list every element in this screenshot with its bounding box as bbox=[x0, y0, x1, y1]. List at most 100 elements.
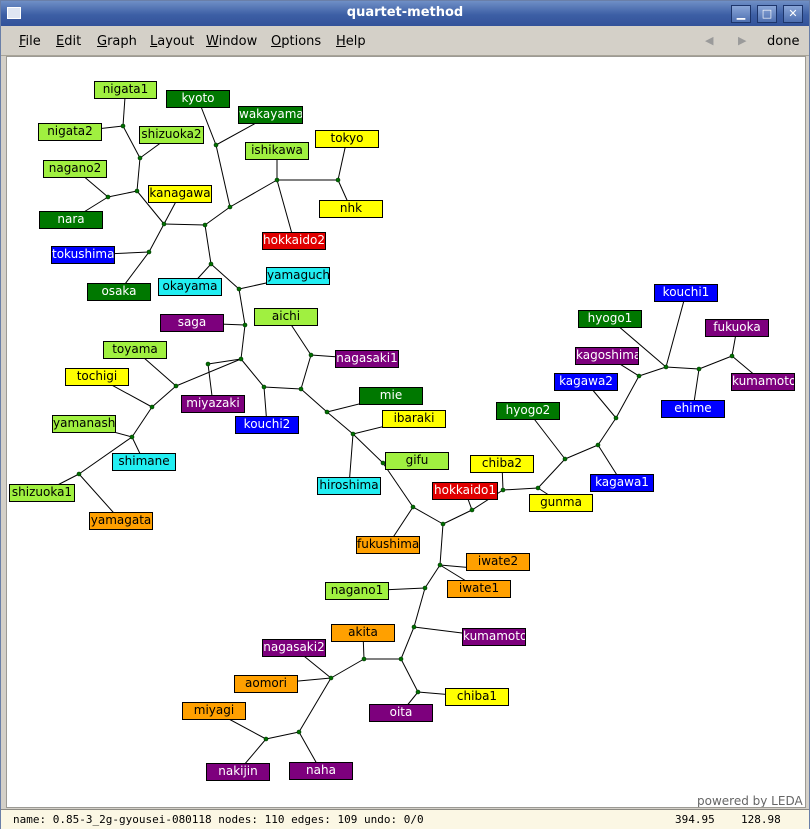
node-aomori[interactable]: aomori bbox=[234, 675, 298, 693]
node-tokushima[interactable]: tokushima bbox=[51, 246, 115, 264]
node-tokyo[interactable]: tokyo bbox=[315, 130, 379, 148]
tree-edge[interactable] bbox=[107, 190, 138, 198]
junction-node[interactable] bbox=[328, 675, 334, 681]
node-gunma[interactable]: gunma bbox=[529, 494, 593, 512]
node-chiba1[interactable]: chiba1 bbox=[445, 688, 509, 706]
junction-node[interactable] bbox=[729, 353, 735, 359]
tree-edge[interactable] bbox=[204, 224, 212, 265]
close-button[interactable]: ✕ bbox=[783, 5, 803, 23]
junction-node[interactable] bbox=[296, 729, 302, 735]
tree-edge[interactable] bbox=[240, 358, 265, 388]
tree-edge[interactable] bbox=[204, 206, 231, 226]
node-kagoshima[interactable]: kagoshima bbox=[575, 347, 639, 365]
tree-edge[interactable] bbox=[326, 411, 354, 435]
junction-node[interactable] bbox=[261, 384, 267, 390]
node-aichi[interactable]: aichi bbox=[254, 308, 318, 326]
junction-node[interactable] bbox=[129, 434, 135, 440]
junction-node[interactable] bbox=[120, 123, 126, 129]
tree-edge[interactable] bbox=[698, 355, 733, 370]
tree-edge[interactable] bbox=[136, 190, 165, 225]
junction-node[interactable] bbox=[274, 177, 280, 183]
junction-node[interactable] bbox=[335, 177, 341, 183]
back-arrow-icon[interactable]: ◀ bbox=[705, 34, 714, 47]
node-nigata2[interactable]: nigata2 bbox=[38, 123, 102, 141]
junction-node[interactable] bbox=[410, 504, 416, 510]
junction-node[interactable] bbox=[663, 364, 669, 370]
node-kanagawa[interactable]: kanagawa bbox=[148, 185, 212, 203]
junction-node[interactable] bbox=[236, 286, 242, 292]
tree-edge[interactable] bbox=[439, 523, 444, 566]
tree-edge[interactable] bbox=[382, 462, 414, 508]
node-ishikawa[interactable]: ishikawa bbox=[245, 142, 309, 160]
node-tochigi[interactable]: tochigi bbox=[65, 368, 129, 386]
junction-node[interactable] bbox=[242, 322, 248, 328]
junction-node[interactable] bbox=[173, 383, 179, 389]
tree-edge[interactable] bbox=[163, 223, 206, 226]
tree-edge[interactable] bbox=[424, 564, 441, 589]
junction-node[interactable] bbox=[308, 352, 314, 358]
junction-node[interactable] bbox=[613, 415, 619, 421]
junction-node[interactable] bbox=[134, 188, 140, 194]
node-yamagata[interactable]: yamagata bbox=[89, 512, 153, 530]
tree-edge[interactable] bbox=[615, 375, 640, 419]
node-kagawa2[interactable]: kagawa2 bbox=[554, 373, 618, 391]
tree-edge[interactable] bbox=[238, 288, 246, 326]
node-nakijin[interactable]: nakijin bbox=[206, 763, 270, 781]
junction-node[interactable] bbox=[298, 386, 304, 392]
junction-node[interactable] bbox=[437, 562, 443, 568]
junction-node[interactable] bbox=[398, 656, 404, 662]
menu-layout[interactable]: Layout bbox=[150, 34, 195, 49]
tree-edge[interactable] bbox=[412, 506, 444, 525]
node-iwate2[interactable]: iwate2 bbox=[466, 553, 530, 571]
menu-window[interactable]: Window bbox=[206, 34, 258, 49]
junction-node[interactable] bbox=[205, 361, 211, 367]
node-kyoto[interactable]: kyoto bbox=[166, 90, 230, 108]
tree-edge[interactable] bbox=[597, 417, 617, 446]
node-shizuoka1[interactable]: shizuoka1 bbox=[9, 484, 75, 502]
node-nagano1[interactable]: nagano1 bbox=[325, 582, 389, 600]
tree-edge[interactable] bbox=[665, 366, 700, 370]
node-miyazaki[interactable]: miyazaki bbox=[181, 395, 245, 413]
junction-node[interactable] bbox=[469, 507, 475, 513]
forward-arrow-icon[interactable]: ▶ bbox=[738, 34, 747, 47]
junction-node[interactable] bbox=[415, 689, 421, 695]
tree-edge[interactable] bbox=[413, 587, 426, 628]
junction-node[interactable] bbox=[161, 221, 167, 227]
junction-node[interactable] bbox=[105, 194, 111, 200]
node-yamaguchi[interactable]: yamaguchi bbox=[266, 267, 330, 285]
tree-edge[interactable] bbox=[78, 436, 133, 475]
node-shizuoka2[interactable]: shizuoka2 bbox=[139, 126, 204, 144]
tree-edge[interactable] bbox=[131, 406, 153, 438]
node-kagawa1[interactable]: kagawa1 bbox=[590, 474, 654, 492]
maximize-button[interactable]: □ bbox=[757, 5, 777, 23]
menu-graph[interactable]: Graph bbox=[97, 34, 137, 49]
done-button[interactable]: done bbox=[767, 34, 800, 49]
node-ehime[interactable]: ehime bbox=[661, 400, 725, 418]
node-nigata1[interactable]: nigata1 bbox=[94, 81, 157, 99]
tree-edge[interactable] bbox=[136, 157, 141, 192]
tree-edge[interactable] bbox=[300, 388, 328, 413]
node-miyagi[interactable]: miyagi bbox=[182, 702, 246, 720]
tree-edge[interactable] bbox=[265, 731, 300, 740]
node-gifu[interactable]: gifu bbox=[385, 452, 449, 470]
node-nara[interactable]: nara bbox=[39, 211, 103, 229]
node-hokkaido2[interactable]: hokkaido2 bbox=[262, 232, 326, 250]
node-kouchi1[interactable]: kouchi1 bbox=[654, 284, 718, 302]
junction-node[interactable] bbox=[361, 656, 367, 662]
menu-options[interactable]: Options bbox=[271, 34, 322, 49]
title-bar[interactable]: quartet-method ▁ □ ✕ bbox=[1, 1, 809, 26]
node-nhk[interactable]: nhk bbox=[319, 200, 383, 218]
node-yamanashi[interactable]: yamanashi bbox=[52, 415, 116, 433]
menu-file[interactable]: File bbox=[19, 34, 41, 49]
tree-edge[interactable] bbox=[300, 354, 312, 390]
tree-edge[interactable] bbox=[215, 144, 231, 208]
node-nagasaki1[interactable]: nagasaki1 bbox=[335, 350, 399, 368]
tree-edge[interactable] bbox=[400, 626, 415, 660]
node-wakayama[interactable]: wakayama bbox=[238, 106, 303, 124]
tree-edge[interactable] bbox=[564, 444, 599, 460]
tree-edge[interactable] bbox=[151, 385, 177, 408]
junction-node[interactable] bbox=[535, 485, 541, 491]
junction-node[interactable] bbox=[500, 487, 506, 493]
node-nagano2[interactable]: nagano2 bbox=[43, 160, 107, 178]
node-iwate1[interactable]: iwate1 bbox=[447, 580, 511, 598]
